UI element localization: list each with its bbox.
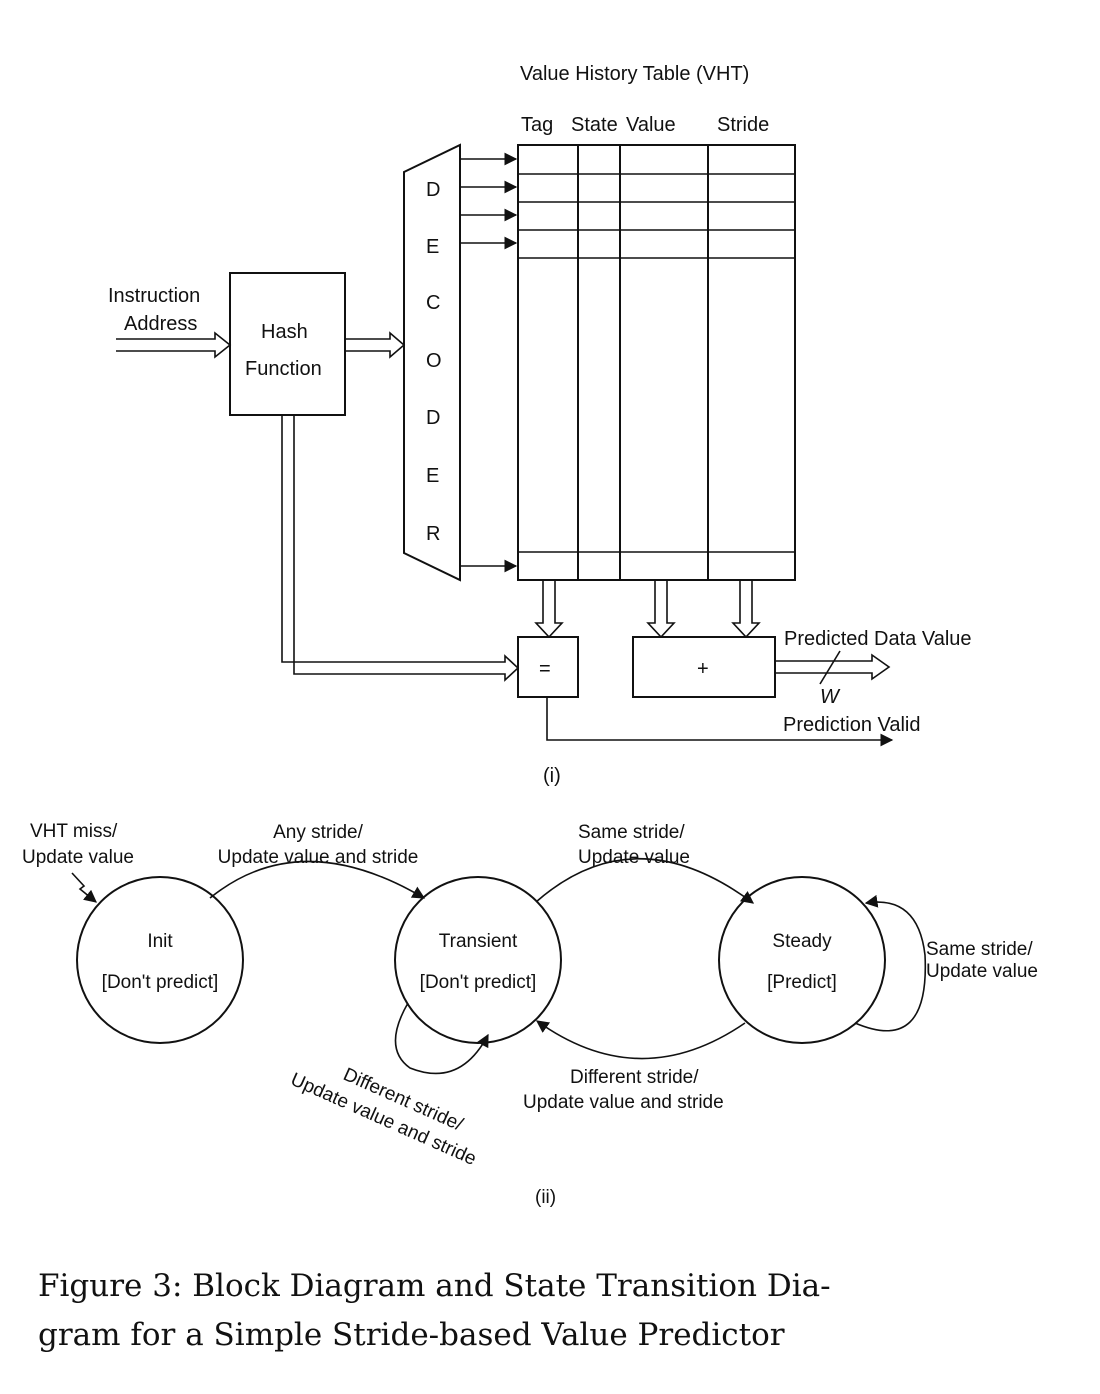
state-steady: Steady [Predict]	[718, 876, 886, 1044]
bus-width-label: W	[820, 686, 841, 708]
decoder-letter: C	[426, 292, 440, 314]
input-label: Address	[124, 313, 197, 335]
decoder-output-arrows	[460, 152, 518, 573]
hash-to-decoder-arrow	[345, 331, 406, 359]
vht-title: Value History Table (VHT)	[520, 63, 749, 85]
column-header-state: State	[571, 114, 618, 136]
hash-to-comparator-arrow	[281, 415, 520, 682]
transition-label: Same stride/	[578, 822, 685, 843]
entry-label: Update value	[22, 847, 134, 868]
init-to-transient-arrow	[209, 860, 426, 899]
tag-to-comparator-arrow	[534, 580, 564, 639]
state-action: [Don't predict]	[102, 972, 219, 993]
column-header-value: Value	[626, 114, 676, 136]
transition-label: Update value	[926, 961, 1038, 982]
state-action: [Don't predict]	[420, 972, 537, 993]
decoder-letter: E	[426, 236, 439, 258]
vht-table	[517, 144, 796, 581]
transient-to-steady-arrow	[535, 858, 755, 904]
figure-caption: Figure 3: Block Diagram and State Transi…	[38, 1268, 831, 1353]
predicted-value-arrow	[775, 653, 891, 681]
transition-label: Update value and stride	[218, 847, 419, 868]
transition-label: Different stride/	[570, 1067, 699, 1088]
adder-symbol: +	[697, 658, 709, 680]
entry-arrow	[71, 872, 97, 903]
input-label: Instruction	[108, 285, 200, 307]
decoder-letter: O	[426, 350, 442, 372]
state-name: Init	[147, 931, 173, 952]
steady-self-loop-arrow	[854, 894, 927, 1032]
state-init: Init [Don't predict]	[76, 876, 244, 1044]
predicted-value-label: Predicted Data Value	[784, 628, 972, 650]
stride-to-adder-arrow	[731, 580, 761, 639]
value-to-adder-arrow	[646, 580, 676, 639]
column-header-stride: Stride	[717, 114, 769, 136]
decoder-letter: D	[426, 407, 440, 429]
state-name: Steady	[772, 931, 832, 952]
decoder-letter: R	[426, 523, 440, 545]
adder-block	[632, 636, 776, 698]
state-action: [Predict]	[767, 972, 837, 993]
column-header-tag: Tag	[521, 114, 553, 136]
decoder-letter: E	[426, 465, 439, 487]
transition-label: Update value	[578, 847, 690, 868]
transition-label: Update value and stride	[523, 1092, 724, 1113]
entry-label: VHT miss/	[30, 821, 118, 842]
hash-label: Hash	[261, 321, 308, 343]
hash-function-block	[229, 272, 346, 416]
prediction-valid-arrow	[546, 697, 894, 747]
transition-label: Any stride/	[273, 822, 363, 843]
decoder: D E C O D E R	[403, 143, 461, 582]
subfigure-label-ii: (ii)	[535, 1187, 556, 1208]
steady-to-transient-arrow	[535, 1020, 746, 1060]
prediction-valid-label: Prediction Valid	[783, 714, 920, 736]
bus-width-slash	[819, 650, 841, 685]
block-diagram: Value History Table (VHT) Tag State Valu…	[108, 63, 972, 787]
transition-label: Same stride/	[926, 939, 1033, 960]
hash-label: Function	[245, 358, 322, 380]
comparator-symbol: =	[539, 658, 551, 680]
caption-line: gram for a Simple Stride-based Value Pre…	[38, 1317, 785, 1353]
input-arrow	[116, 331, 232, 359]
decoder-letter: D	[426, 179, 440, 201]
transient-self-loop-arrow	[394, 1002, 489, 1075]
state-diagram: Init [Don't predict] Transient [Don't pr…	[22, 821, 1038, 1208]
caption-line: Figure 3: Block Diagram and State Transi…	[38, 1268, 831, 1304]
state-name: Transient	[439, 931, 518, 952]
subfigure-label-i: (i)	[543, 765, 561, 787]
